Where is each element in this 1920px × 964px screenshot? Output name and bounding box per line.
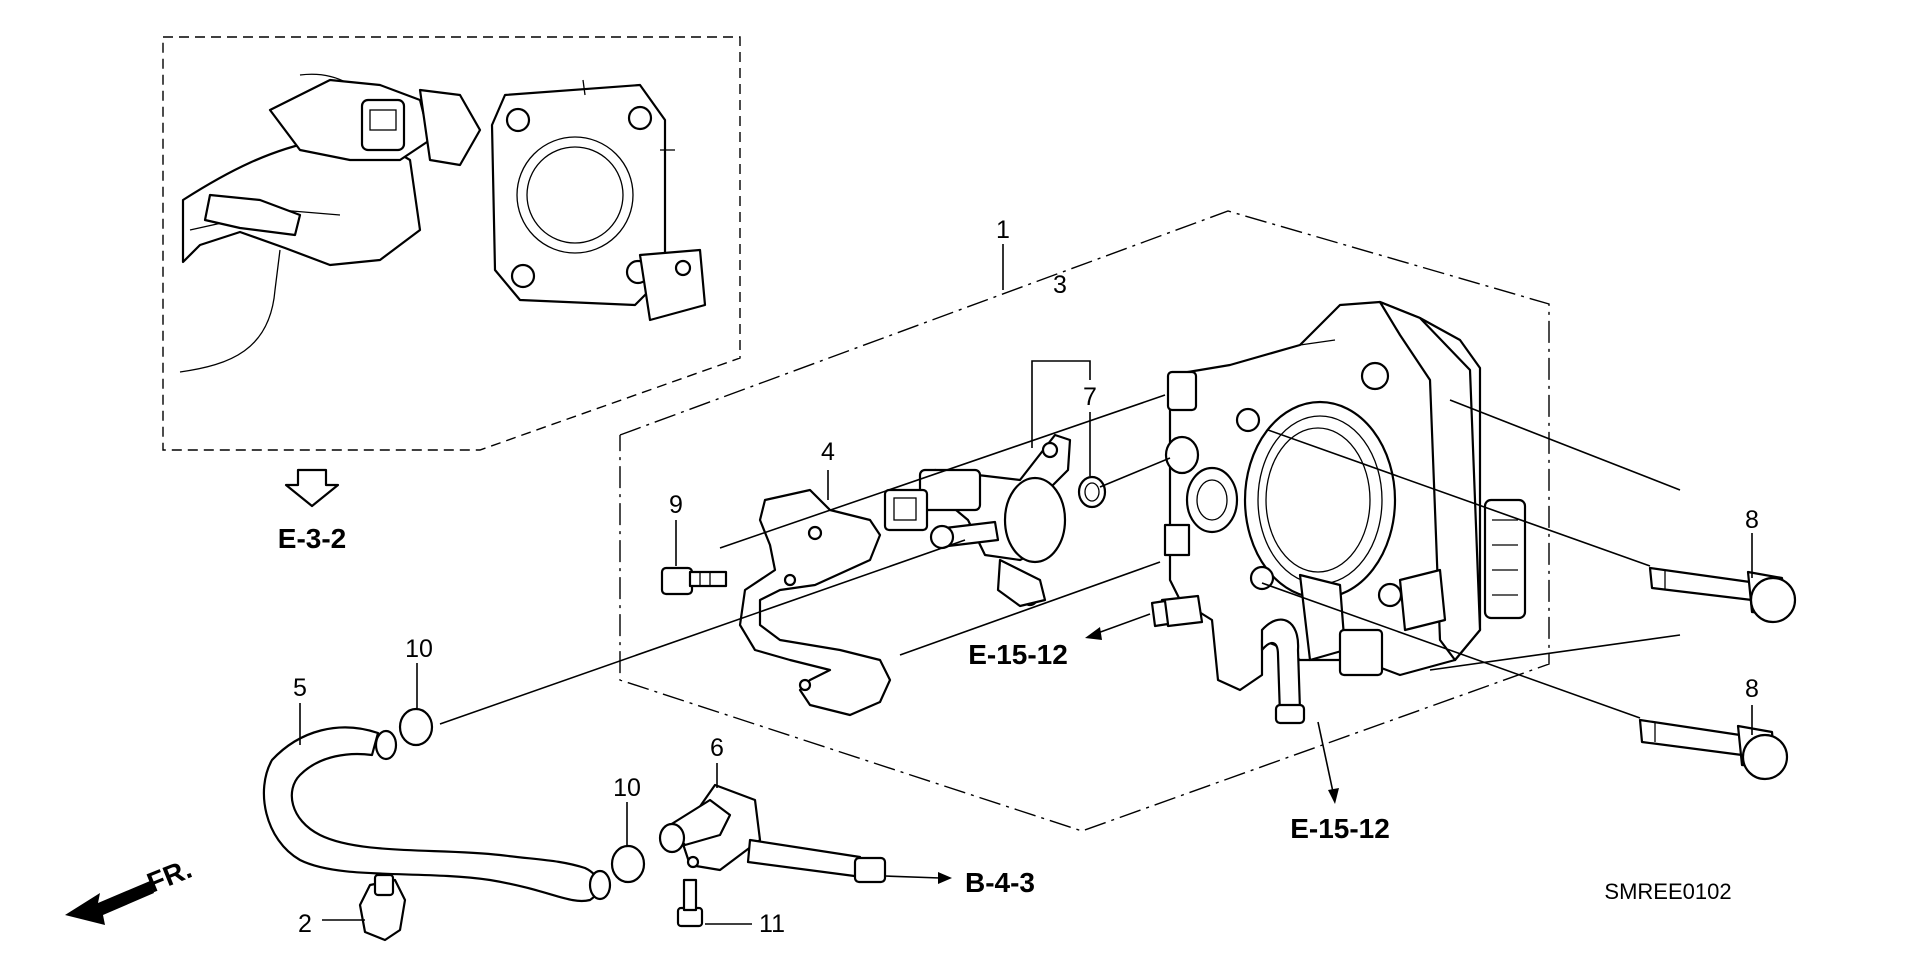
part-label-2[interactable]: 2 (298, 910, 312, 938)
bolt-11 (676, 878, 704, 928)
part-label-9[interactable]: 9 (669, 491, 683, 519)
inset-detail (162, 36, 741, 451)
ref-b-4-3[interactable]: B-4-3 (965, 867, 1035, 898)
bracket (738, 488, 892, 717)
front-arrow-icon (65, 881, 154, 925)
ref-e-15-12-lower[interactable]: E-15-12 (1290, 813, 1390, 844)
part-label-4[interactable]: 4 (821, 438, 835, 466)
leader-lines (299, 360, 1753, 925)
front-indicator: FR. (143, 853, 196, 899)
part-label-10-upper[interactable]: 10 (405, 635, 433, 663)
ref-e-15-12-upper[interactable]: E-15-12 (968, 639, 1068, 670)
bolt-8-lower (1638, 718, 1789, 781)
ref-e-3-2[interactable]: E-3-2 (278, 523, 346, 554)
hose-5 (262, 726, 612, 902)
part-label-10-lower[interactable]: 10 (613, 774, 641, 802)
throttle-body (1150, 300, 1527, 725)
o-ring (1077, 475, 1107, 509)
joint-6 (658, 783, 887, 884)
part-label-3[interactable]: 3 (1053, 271, 1067, 299)
part-label-1[interactable]: 1 (996, 216, 1010, 244)
part-label-5[interactable]: 5 (293, 674, 307, 702)
bolt-8-upper (1648, 566, 1797, 624)
clamp-10-upper (398, 707, 434, 747)
inset-ref-arrow (284, 468, 340, 508)
clamp-10-lower (610, 844, 646, 884)
sensor-assembly (883, 433, 1072, 608)
part-label-8-upper[interactable]: 8 (1745, 506, 1759, 534)
part-label-6[interactable]: 6 (710, 734, 724, 762)
bolt-9 (660, 566, 728, 596)
assembly-outline (619, 210, 1550, 832)
clip-2 (358, 873, 407, 942)
part-label-7[interactable]: 7 (1083, 383, 1097, 411)
part-label-11[interactable]: 11 (759, 910, 785, 938)
part-label-8-lower[interactable]: 8 (1745, 675, 1759, 703)
diagram-code: SMREE0102 (1604, 879, 1731, 904)
